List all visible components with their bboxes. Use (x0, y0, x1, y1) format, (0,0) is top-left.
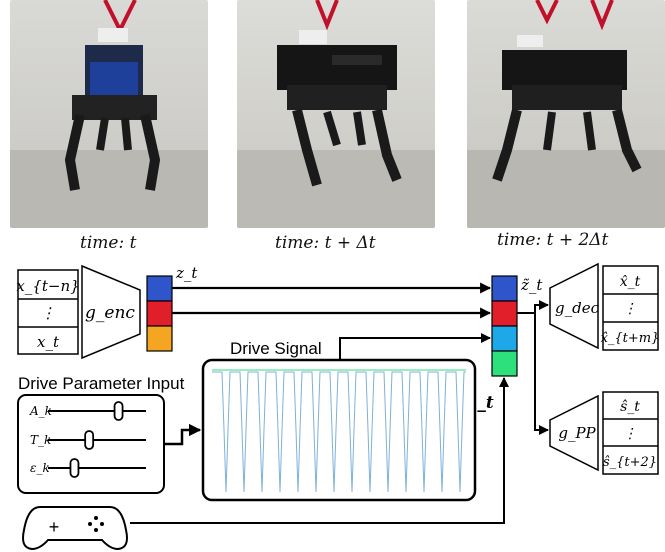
arrow-to-decoder (517, 300, 549, 314)
encoder-label: g_enc (85, 303, 135, 323)
slider-label-0: A_k (29, 404, 52, 418)
slider-knob-1[interactable] (84, 430, 95, 450)
arrow-to-predictor (534, 313, 549, 435)
drive-signal-panel: Drive Signal (201, 339, 477, 502)
predictor-out-dots: ⋮ (623, 426, 637, 442)
input-top-label: x_{t−n} (16, 277, 79, 295)
robot-photo-t-plus-2dt (467, 0, 665, 228)
decoder-output-stack: x̂_t ⋮ x̂_{t+m} (601, 265, 660, 351)
latent-z-red (146, 300, 173, 327)
encoder-block: g_enc (81, 264, 141, 360)
slider-knob-0[interactable] (113, 401, 124, 421)
arrow-signal-to-action (339, 333, 491, 360)
gamepad-icon: + (22, 506, 128, 551)
slider-label-1: T_k (30, 433, 51, 447)
drive-param-title: Drive Parameter Input (18, 374, 185, 393)
decoder-out-top: x̂_t (620, 274, 641, 290)
slider-knob-2[interactable] (69, 458, 80, 478)
caption-time-t-plus-dt: time: t + Δt (275, 233, 376, 253)
slider-label-2: ε_k (30, 461, 50, 475)
robot-photo-t (10, 0, 208, 228)
latent-tilde-label: z̃_t (520, 276, 543, 294)
predictor-label: g_PP (558, 424, 596, 442)
drive-signal-title: Drive Signal (230, 339, 322, 358)
predictor-out-top: ŝ_t (620, 399, 640, 415)
latent-z-label: z_t (175, 264, 198, 282)
latent-z: z_t (146, 264, 198, 352)
decoder-out-dots: ⋮ (623, 301, 637, 317)
decoder-out-bottom: x̂_{t+m} (601, 331, 660, 346)
latent-z-blue (146, 275, 173, 302)
input-state-stack: x_{t−n} ⋮ x_t (16, 269, 80, 355)
arrow-gamepad-to-action (130, 377, 509, 524)
caption-time-t-plus-2dt: time: t + 2Δt (497, 230, 609, 250)
robot-photo-t-plus-dt (237, 0, 435, 228)
gamepad-plus: + (49, 517, 60, 537)
input-bottom-label: x_t (37, 333, 60, 351)
predictor-output-stack: ŝ_t ⋮ ŝ_{t+2} (602, 391, 659, 475)
arrow-params-to-signal (164, 423, 202, 446)
predictor-block: g_PP (549, 394, 599, 472)
caption-time-t: time: t (80, 233, 137, 253)
drive-signal-waveform (212, 371, 466, 493)
latent-z-orange (146, 325, 173, 352)
decoder-label: g_dec (555, 299, 600, 317)
decoder-block: g_dec (549, 262, 600, 350)
predictor-out-bottom: ŝ_{t+2} (603, 455, 657, 470)
input-dots: ⋮ (41, 304, 56, 322)
drive-parameter-panel: Drive Parameter Input A_kT_k ε_k (17, 374, 185, 494)
